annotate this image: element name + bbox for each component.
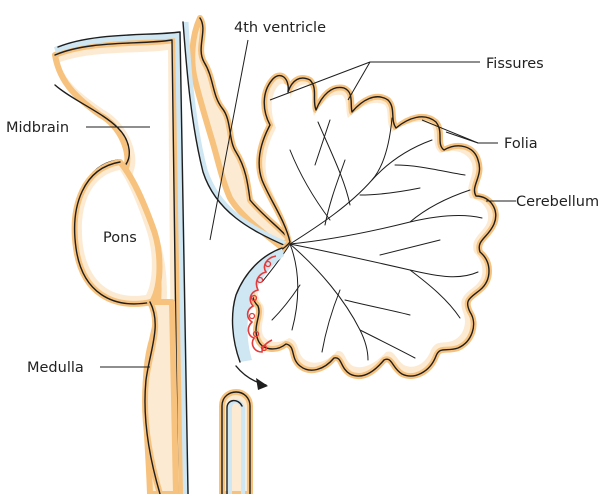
label-fissures: Fissures <box>486 56 544 72</box>
leader-folia-2 <box>446 132 478 143</box>
label-midbrain: Midbrain <box>6 120 69 136</box>
cerebellum <box>252 76 496 377</box>
label-folia: Folia <box>504 136 538 152</box>
leader-fissures <box>348 62 480 100</box>
label-medulla: Medulla <box>27 360 84 376</box>
label-4th-ventricle: 4th ventricle <box>234 20 326 36</box>
csf-flow-arrow <box>236 366 268 390</box>
label-cerebellum: Cerebellum <box>516 194 599 210</box>
spinal-cord-segment <box>222 392 250 494</box>
brainstem <box>55 32 188 494</box>
label-pons: Pons <box>103 230 137 246</box>
medulla-shape <box>145 302 176 494</box>
